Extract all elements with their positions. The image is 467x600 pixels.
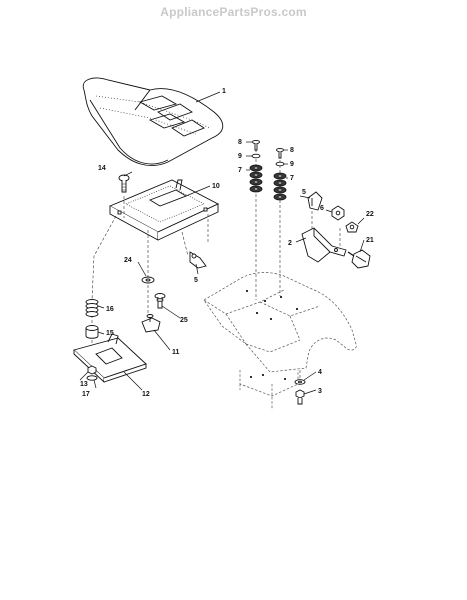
callout-1: 1 bbox=[222, 88, 226, 95]
callout-3: 3 bbox=[318, 388, 322, 395]
adjuster-knob-11 bbox=[141, 314, 161, 333]
watermark: AppliancePartsPros.com bbox=[160, 5, 307, 19]
bolt-8-left bbox=[252, 139, 260, 151]
callout-4: 4 bbox=[318, 369, 322, 376]
callout-12: 12 bbox=[142, 391, 150, 398]
clip-bracket-5-right bbox=[307, 191, 323, 211]
callout-5-right: 5 bbox=[302, 189, 306, 196]
chassis-outline bbox=[203, 272, 357, 410]
callout-21: 21 bbox=[366, 237, 374, 244]
bushing-15 bbox=[85, 325, 99, 339]
callout-7-left: 7 bbox=[238, 167, 242, 174]
spring-16 bbox=[85, 299, 99, 317]
seat-pan-part bbox=[108, 179, 220, 241]
bolt-8-right bbox=[276, 147, 284, 159]
callout-9-right: 9 bbox=[290, 161, 294, 168]
callout-11: 11 bbox=[172, 349, 180, 356]
seat-part bbox=[82, 77, 224, 166]
callout-13: 13 bbox=[80, 381, 88, 388]
callout-24: 24 bbox=[124, 257, 132, 264]
washer-9-left bbox=[251, 153, 261, 159]
callout-8-left: 8 bbox=[238, 139, 242, 146]
callout-16: 16 bbox=[106, 306, 114, 313]
assembly-lines-left bbox=[91, 196, 209, 344]
chassis-holes bbox=[246, 290, 298, 380]
bolt-25 bbox=[154, 293, 166, 309]
callout-labels: 1 2 3 4 5 5 6 7 7 8 8 9 9 10 11 12 13 14… bbox=[80, 88, 374, 398]
adjuster-knob-21 bbox=[347, 249, 371, 269]
callout-7-right: 7 bbox=[290, 175, 294, 182]
callout-6: 6 bbox=[320, 205, 324, 212]
callout-25: 25 bbox=[180, 317, 188, 324]
callout-5-left: 5 bbox=[194, 277, 198, 284]
callout-8-right: 8 bbox=[290, 147, 294, 154]
washer-17 bbox=[86, 375, 98, 381]
assembly-lines-right bbox=[255, 144, 341, 382]
carriage-bolt-14 bbox=[118, 174, 130, 193]
nut-6 bbox=[331, 205, 345, 221]
washer-9-right bbox=[275, 161, 285, 167]
callout-9-left: 9 bbox=[238, 153, 242, 160]
leader-lines bbox=[79, 91, 365, 395]
nut-13 bbox=[87, 365, 97, 375]
callout-2: 2 bbox=[288, 240, 292, 247]
washer-24 bbox=[141, 276, 155, 284]
callout-10: 10 bbox=[212, 183, 220, 190]
callout-22: 22 bbox=[366, 211, 374, 218]
callout-17: 17 bbox=[82, 391, 90, 398]
spring-7-left bbox=[249, 164, 263, 193]
bracket-2 bbox=[301, 227, 347, 263]
bolt-3 bbox=[295, 389, 305, 405]
spring-7-right bbox=[273, 172, 287, 201]
callout-15: 15 bbox=[106, 330, 114, 337]
clip-bracket-5-left bbox=[189, 251, 207, 269]
callout-14: 14 bbox=[98, 165, 106, 172]
washer-4 bbox=[294, 379, 306, 385]
knob-22 bbox=[345, 221, 359, 233]
